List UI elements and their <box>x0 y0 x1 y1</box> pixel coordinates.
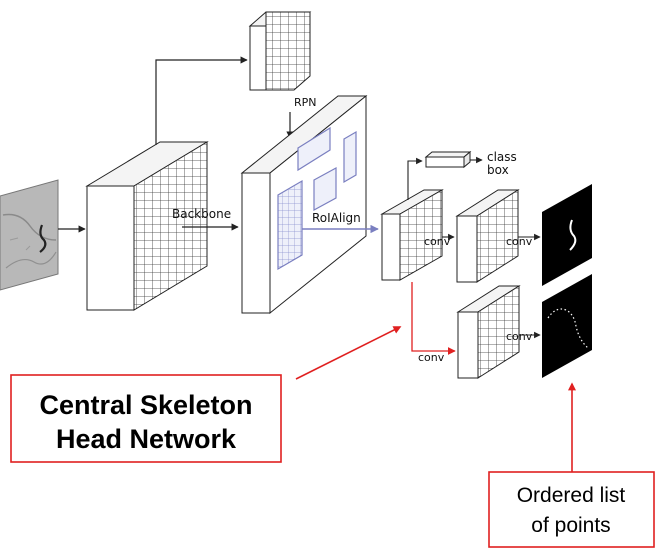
class-label: class <box>487 150 517 164</box>
rpn-label: RPN <box>294 96 317 109</box>
skeleton-output-image <box>542 274 592 378</box>
conv-label-bottom: conv <box>506 330 533 343</box>
proposal-box <box>343 130 357 184</box>
roi-feature-block <box>380 189 444 281</box>
mask-output-image <box>542 184 592 286</box>
head-network-callout-line2: Head Network <box>56 424 237 454</box>
backbone-feature-block <box>85 141 209 311</box>
conv-label-top: conv <box>424 235 451 248</box>
backbone-to-rpn-line <box>155 56 248 145</box>
skeleton-branch-line <box>411 282 456 355</box>
backbone-label: Backbone <box>172 207 231 221</box>
head-network-callout-line1: Central Skeleton <box>39 390 252 420</box>
conv-label-right: conv <box>506 235 533 248</box>
head-network-pointer <box>295 326 402 380</box>
ordered-points-callout-line2: of points <box>531 514 610 537</box>
rpn-block <box>248 11 312 91</box>
roi-grid <box>277 179 303 271</box>
box-label: box <box>487 163 509 177</box>
proposal-box <box>313 166 337 212</box>
head-network-callout <box>10 374 282 463</box>
classbox-fc-block <box>424 150 472 169</box>
skeleton-head-block <box>456 285 521 379</box>
proposal-box <box>297 126 331 172</box>
roialign-label: RoIAlign <box>312 211 361 225</box>
conv-branch-label: conv <box>418 351 445 364</box>
ordered-points-callout <box>488 471 655 548</box>
roi-to-classbox-line <box>407 157 423 200</box>
input-image <box>0 179 59 291</box>
feature-map-block <box>240 94 368 315</box>
ordered-points-callout-line1: Ordered list <box>517 484 626 507</box>
mask-head-block <box>455 189 520 283</box>
